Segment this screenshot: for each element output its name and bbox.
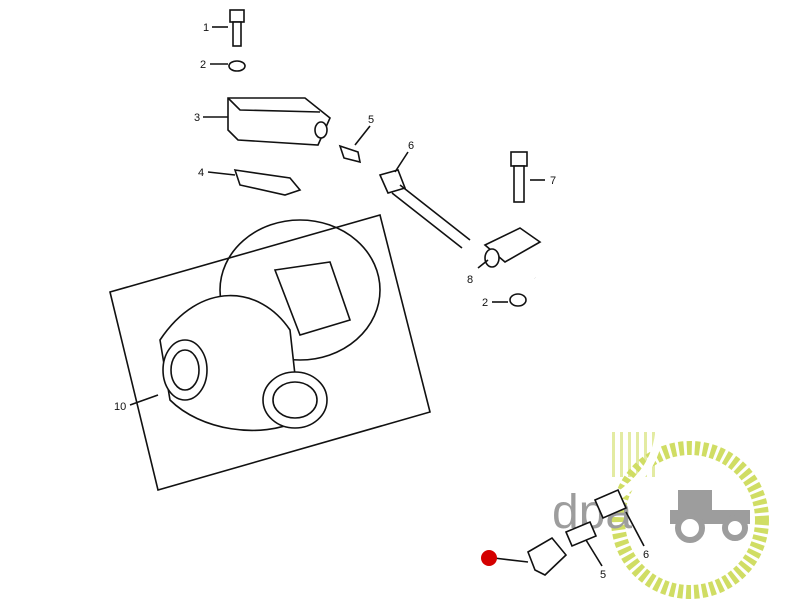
callout-8: 8 (467, 274, 473, 286)
callout-1: 1 (203, 22, 209, 34)
callout-3: 3 (194, 112, 200, 124)
callout-6-lower: 6 (643, 549, 649, 561)
leader-lines (129, 26, 645, 567)
gasket-part-4 (233, 169, 302, 196)
clamp-roller (484, 248, 500, 268)
nut-part-2 (509, 293, 527, 307)
callout-10: 10 (114, 401, 126, 413)
callout-5-lower: 5 (600, 569, 606, 581)
hose-inner (533, 274, 665, 499)
adapter-part (527, 536, 568, 576)
washer-part-2 (228, 60, 246, 72)
callout-2-nut: 2 (482, 297, 488, 309)
bolt-part-7 (510, 151, 528, 203)
fitting-part-5 (338, 144, 362, 164)
callout-2: 2 (200, 59, 206, 71)
fitting-part-5-lower (564, 520, 598, 548)
callout-6: 6 (408, 140, 414, 152)
pipe-part-6 (378, 169, 471, 249)
housing-part-3 (227, 97, 331, 146)
turbocharger-part-10 (109, 214, 431, 491)
callout-5: 5 (368, 114, 374, 126)
fitting-part-6-lower (593, 488, 628, 520)
red-marker (481, 550, 497, 566)
callout-7: 7 (550, 175, 556, 187)
bolt-part-1 (229, 9, 245, 47)
callout-4: 4 (198, 167, 204, 179)
